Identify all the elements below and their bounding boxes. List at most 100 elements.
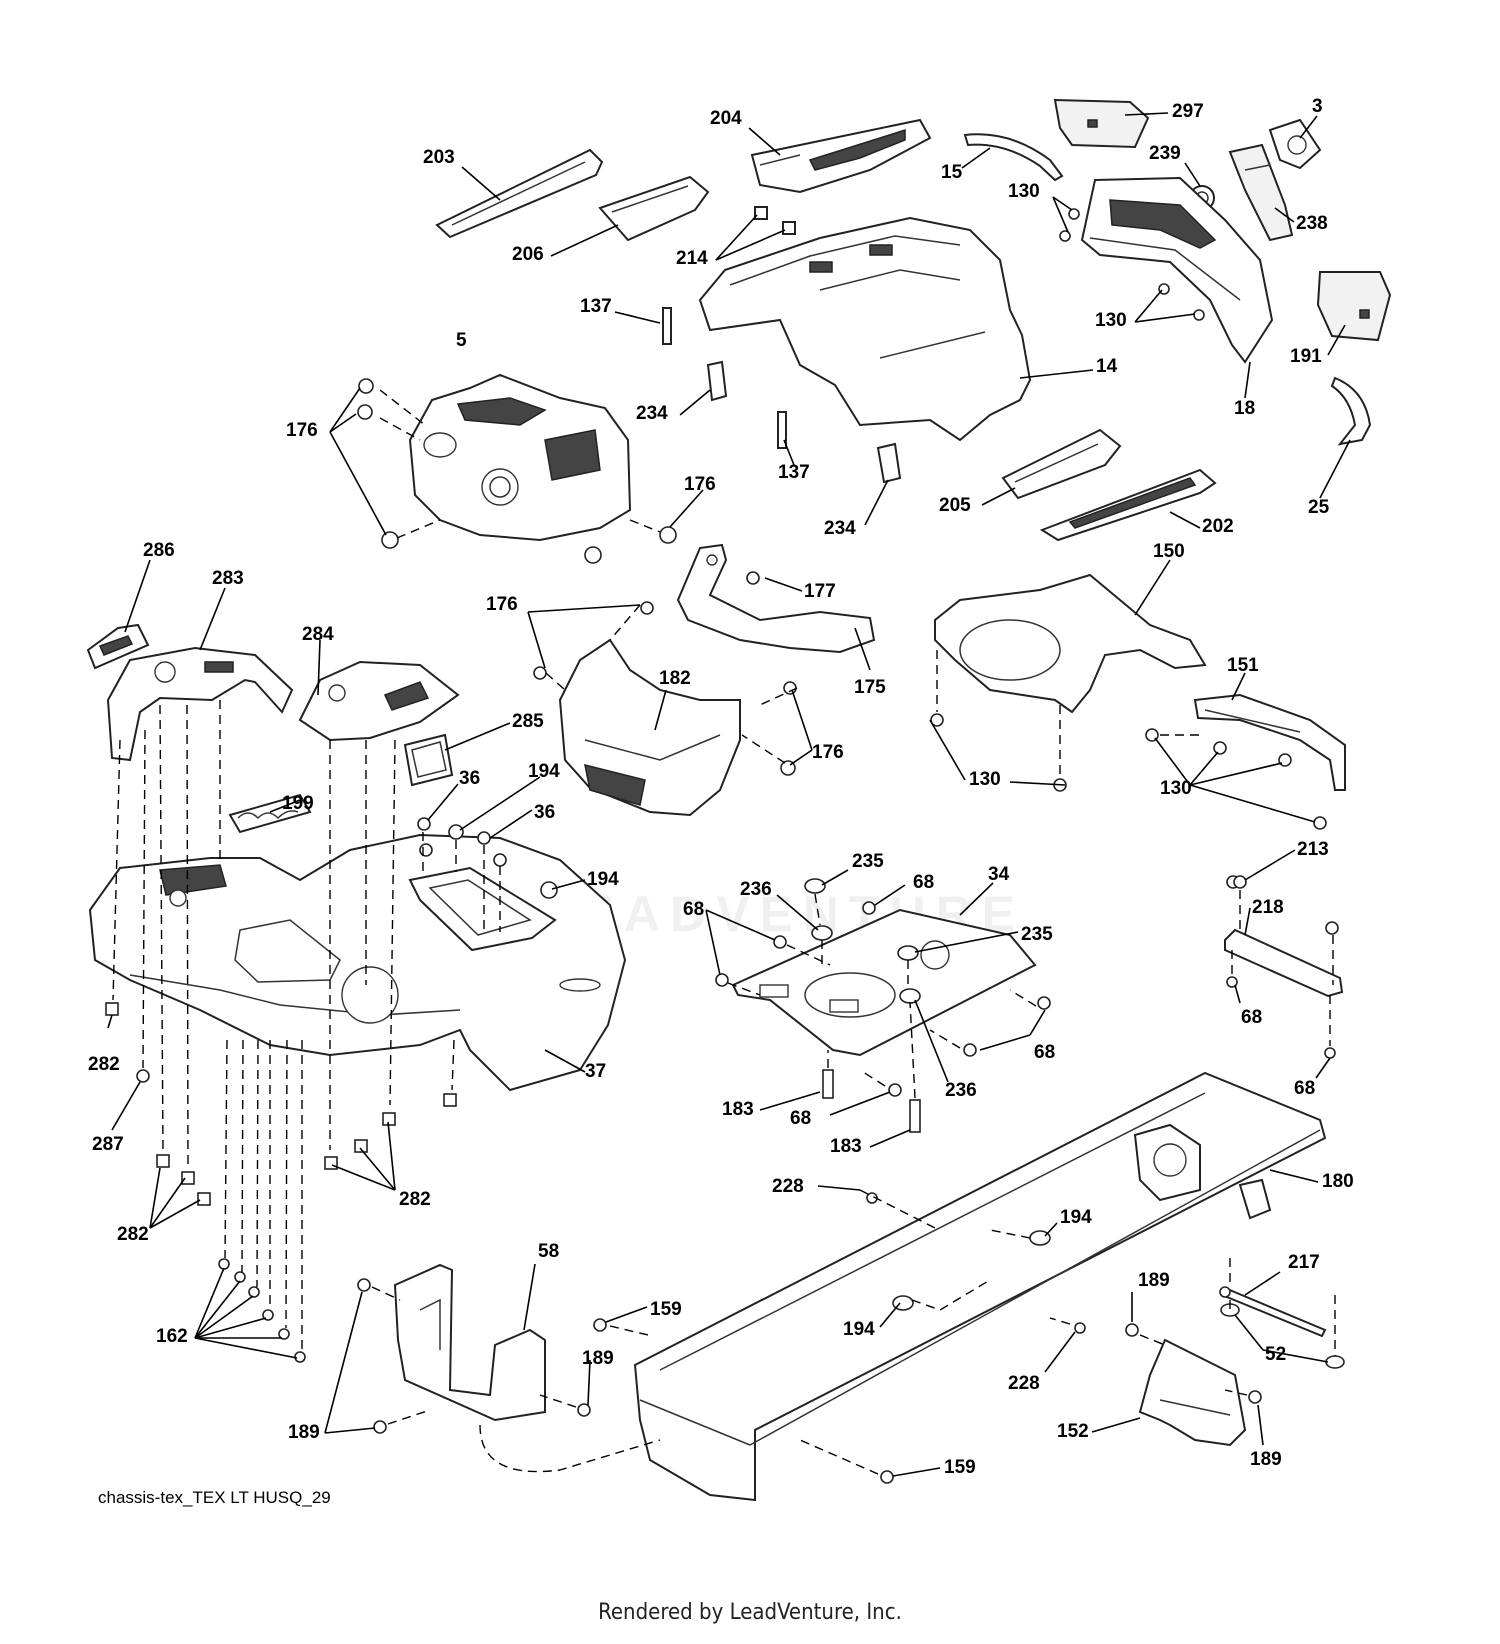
callout-3: 3 [1312,96,1323,117]
callout-68-f: 68 [790,1108,811,1129]
part-287-screw [136,1069,150,1083]
part-162-screws [218,1258,306,1363]
callout-189-b: 189 [582,1348,614,1369]
callout-194-d: 194 [843,1319,875,1340]
callout-214: 214 [676,248,708,269]
callout-287: 287 [92,1134,124,1155]
callout-234-a: 234 [636,403,668,424]
callout-130-b: 130 [1095,310,1127,331]
callout-130-a: 130 [1008,181,1040,202]
callout-283: 283 [212,568,244,589]
part-283-fender-cover [106,646,294,762]
callout-137-a: 137 [580,296,612,317]
part-34-mounting-plate [731,908,1037,1057]
part-286-bracket [86,623,150,670]
part-152-shield [1138,1338,1247,1447]
part-206-panel [598,175,710,242]
callout-159-b: 159 [944,1457,976,1478]
callout-235-b: 235 [1021,924,1053,945]
callout-235-a: 235 [852,851,884,872]
callout-183-b: 183 [830,1136,862,1157]
callout-130-c: 130 [969,769,1001,790]
part-214-clips [754,206,796,235]
callout-68-a: 68 [913,872,934,893]
callout-177: 177 [804,581,836,602]
callout-189-d: 189 [1250,1449,1282,1470]
callout-176-c: 176 [486,594,518,615]
callout-189-a: 189 [1138,1270,1170,1291]
callout-18: 18 [1234,398,1255,419]
callout-194-b: 194 [587,869,619,890]
callout-183-a: 183 [722,1099,754,1120]
part-175-bracket [676,543,876,654]
callout-228-a: 228 [772,1176,804,1197]
part-37-fender [88,833,627,1092]
callout-36-b: 36 [534,802,555,823]
callout-180: 180 [1322,1171,1354,1192]
callout-206: 206 [512,244,544,265]
part-58-bracket [393,1263,546,1422]
callout-151: 151 [1227,655,1259,676]
part-218-bracket [1224,875,1344,998]
callout-14: 14 [1096,356,1118,377]
callout-204: 204 [710,108,742,129]
part-285-frame [403,733,454,787]
part-15-trim-strip [963,133,1064,182]
part-238-grille-insert [1228,143,1294,242]
part-191-block [1316,271,1392,342]
callout-68-e: 68 [1294,1078,1315,1099]
part-182-lower-dash [558,638,741,817]
part-203-side-rail [435,148,604,239]
callout-203: 203 [423,147,455,168]
callout-34: 34 [988,864,1010,885]
callout-130-d: 130 [1160,778,1192,799]
footer-credit: Rendered by LeadVenture, Inc. [598,1600,902,1625]
callout-176-b: 176 [684,474,716,495]
callout-159-a: 159 [650,1299,682,1320]
part-36-194-fasteners [417,817,558,899]
callout-189-c: 189 [288,1422,320,1443]
part-183-bolts [822,1069,921,1133]
part-176-bolts [357,378,797,776]
part-137-rods [662,307,787,449]
callout-5: 5 [456,330,467,351]
callout-176-a: 176 [286,420,318,441]
callout-137-b: 137 [778,462,810,483]
callout-150: 150 [1153,541,1185,562]
callout-194-a: 194 [528,761,560,782]
part-25-curved-strip [1330,376,1372,446]
callout-285: 285 [512,711,544,732]
callout-52: 52 [1265,1344,1286,1365]
callout-176-d: 176 [812,742,844,763]
part-234-pads [706,360,902,484]
part-3-badge [1268,118,1322,170]
part-5-dash-panel [408,373,632,542]
callout-205: 205 [939,495,971,516]
callout-199: 199 [282,793,314,814]
callout-152: 152 [1057,1421,1089,1442]
callout-68-d: 68 [1034,1042,1055,1063]
part-130-screws [930,208,1327,830]
callout-194-c: 194 [1060,1207,1092,1228]
part-18-front-grille [1080,176,1274,364]
callout-218: 218 [1252,897,1284,918]
callout-286: 286 [143,540,175,561]
part-217-rod [1219,1286,1327,1338]
callout-217: 217 [1288,1252,1320,1273]
callout-282-a: 282 [88,1054,120,1075]
part-204-vent-cover [750,118,932,194]
part-284-fender-cover [298,660,460,742]
callout-175: 175 [854,677,886,698]
callout-191: 191 [1290,346,1322,367]
callout-58: 58 [538,1241,559,1262]
callout-68-b: 68 [683,899,704,920]
callout-236-a: 236 [740,879,772,900]
part-297-block [1053,98,1150,149]
callout-236-b: 236 [945,1080,977,1101]
part-150-shroud [934,573,1207,714]
part-151-bracket [1193,693,1346,791]
callout-202: 202 [1202,516,1234,537]
callout-234-b: 234 [824,518,856,539]
callout-282-b: 282 [399,1189,431,1210]
